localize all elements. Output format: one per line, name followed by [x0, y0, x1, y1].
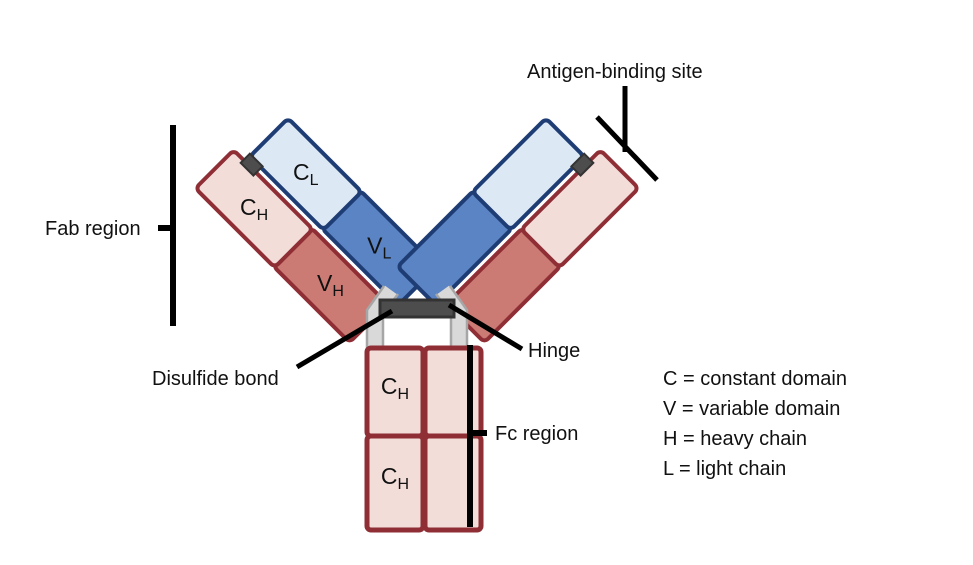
- legend-item-light-chain: L = light chain: [663, 458, 786, 480]
- domain-cl-right-box: [472, 118, 585, 230]
- domain-vl-label: VL: [367, 233, 391, 263]
- legend-item-constant-domain: C = constant domain: [663, 368, 847, 390]
- callout-fc-region: Fc region: [467, 345, 578, 527]
- callout-hinge: Hinge: [447, 302, 580, 362]
- legend-item-heavy-chain: H = heavy chain: [663, 428, 807, 450]
- legend: C = constant domain V = variable domain …: [663, 368, 847, 480]
- fc-region: CH CH: [364, 345, 484, 533]
- domain-cl-box: [249, 118, 362, 230]
- hinge-connector-left: [367, 285, 398, 348]
- right-fab-arm: [397, 118, 639, 343]
- right-interchain-disulfide-icon: [569, 152, 595, 177]
- domain-ch-fc-lower-label: CH: [381, 463, 409, 493]
- hinge-leader-line: [447, 302, 524, 352]
- domain-ch-fc-upper-label: CH: [381, 373, 409, 403]
- callout-antigen-binding-site: Antigen-binding site: [527, 61, 703, 182]
- hinge-label: Hinge: [528, 340, 580, 362]
- callout-fab-region: Fab region: [45, 125, 176, 326]
- domain-ch-fab-box: [195, 150, 313, 268]
- right-light-chain: [397, 118, 585, 305]
- antigen-binding-site-bracket: [595, 115, 659, 182]
- left-interchain-disulfide-icon: [239, 152, 265, 177]
- domain-ch-fab-right-box: [521, 150, 639, 268]
- fab-region-label: Fab region: [45, 218, 141, 240]
- disulfide-bond-leader-line: [295, 308, 394, 370]
- callout-disulfide-bond: Disulfide bond: [152, 308, 394, 390]
- antigen-binding-site-label: Antigen-binding site: [527, 61, 703, 83]
- domain-vh-label: VH: [317, 270, 344, 300]
- right-heavy-chain: [446, 150, 639, 343]
- fc-region-label: Fc region: [495, 423, 578, 445]
- disulfide-bond-label: Disulfide bond: [152, 368, 279, 390]
- legend-item-variable-domain: V = variable domain: [663, 398, 840, 420]
- domain-cl-label: CL: [293, 159, 319, 189]
- hinge-disulfide-bond-bar: [378, 298, 456, 319]
- domain-ch-fab-label: CH: [240, 194, 268, 224]
